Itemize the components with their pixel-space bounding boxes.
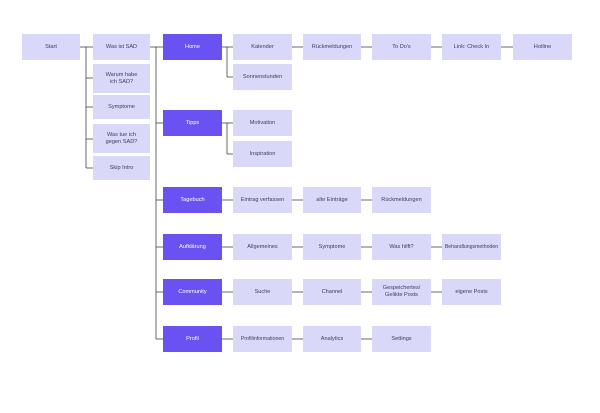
node-aufklaerung[interactable]: Aufklärung (163, 234, 222, 260)
node-eigene-posts[interactable]: eigene Posts (442, 279, 501, 305)
node-aufklaerung-symptome[interactable]: Symptome (303, 234, 361, 260)
node-community[interactable]: Community (163, 279, 222, 305)
node-kalender[interactable]: Kalender (233, 34, 292, 60)
node-alte-eintraege[interactable]: alte Einträge (303, 187, 361, 213)
node-tagebuch[interactable]: Tagebuch (163, 187, 222, 213)
node-link-check-in[interactable]: Link: Check In (442, 34, 501, 60)
node-hotline[interactable]: Hotline (513, 34, 572, 60)
node-sonnenstunden[interactable]: Sonnenstunden (233, 64, 292, 90)
node-home[interactable]: Home (163, 34, 222, 60)
node-was-hilft[interactable]: Was hilft? (372, 234, 431, 260)
node-skip-intro[interactable]: Skip Intro (93, 156, 150, 180)
node-suche[interactable]: Suche (233, 279, 292, 305)
node-to-dos[interactable]: To Do's (372, 34, 431, 60)
node-start[interactable]: Start (22, 34, 80, 60)
node-tagebuch-rueckmeldungen[interactable]: Rückmeldungen (372, 187, 431, 213)
node-profilinformationen[interactable]: Profilinformationen (233, 326, 292, 352)
node-warum-habe-ich-sad[interactable]: Warum habe ich SAD? (93, 64, 150, 93)
node-was-tue-ich-gegen-sad[interactable]: Was tue ich gegen SAD? (93, 124, 150, 153)
node-was-ist-sad[interactable]: Was ist SAD (93, 34, 150, 60)
node-channel[interactable]: Channel (303, 279, 361, 305)
node-inspiration[interactable]: Inspiration (233, 141, 292, 167)
node-gespeicherte-gelikte-posts[interactable]: Gespeichertes/ Gelikte Posts (372, 279, 431, 305)
node-eintrag-verfassen[interactable]: Eintrag verfassen (233, 187, 292, 213)
node-allgemeines[interactable]: Allgemeines (233, 234, 292, 260)
node-profil[interactable]: Profil (163, 326, 222, 352)
node-tipps[interactable]: Tipps (163, 110, 222, 136)
node-intro-symptome[interactable]: Symptome (93, 95, 150, 119)
node-home-rueckmeldungen[interactable]: Rückmeldungen (303, 34, 361, 60)
node-settings[interactable]: Settings (372, 326, 431, 352)
node-analytics[interactable]: Analytics (303, 326, 361, 352)
node-behandlungsmethoden[interactable]: Behandlungsmethoden (442, 234, 501, 260)
node-motivation[interactable]: Motivation (233, 110, 292, 136)
